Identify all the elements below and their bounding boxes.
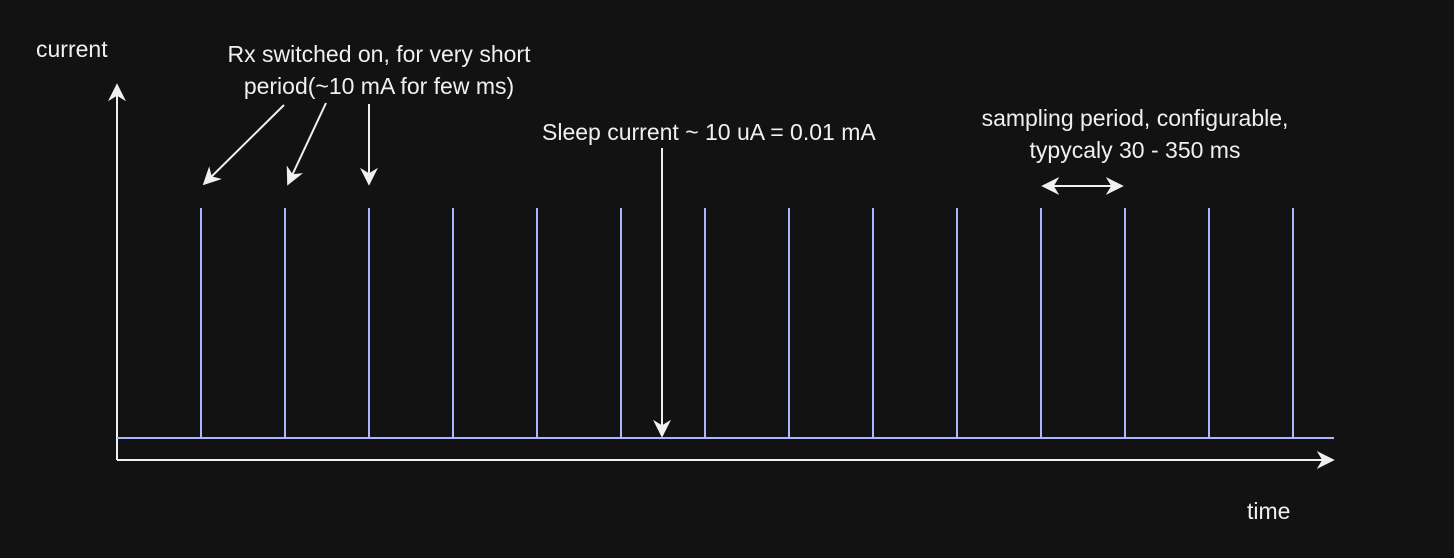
rx-pulses: [200, 208, 1294, 438]
rx-annotation-line-2: period(~10 mA for few ms): [243, 73, 515, 99]
sampling-annotation-line-2: typycaly 30 - 350 ms: [1029, 137, 1241, 163]
rx-arrow-2: [286, 102, 327, 186]
rx-arrow-1: [202, 104, 285, 186]
y-axis-label: current: [36, 36, 108, 62]
sampling-period-annotation: sampling period, configurable, typycaly …: [964, 102, 1306, 166]
sleep-current-annotation: Sleep current ~ 10 uA = 0.01 mA: [542, 119, 876, 145]
rx-annotation: Rx switched on, for very short period(~1…: [209, 38, 549, 102]
sampling-annotation-line-1: sampling period, configurable,: [981, 105, 1289, 131]
rx-annotation-line-1: Rx switched on, for very short: [227, 41, 531, 67]
x-axis-label: time: [1247, 498, 1291, 524]
